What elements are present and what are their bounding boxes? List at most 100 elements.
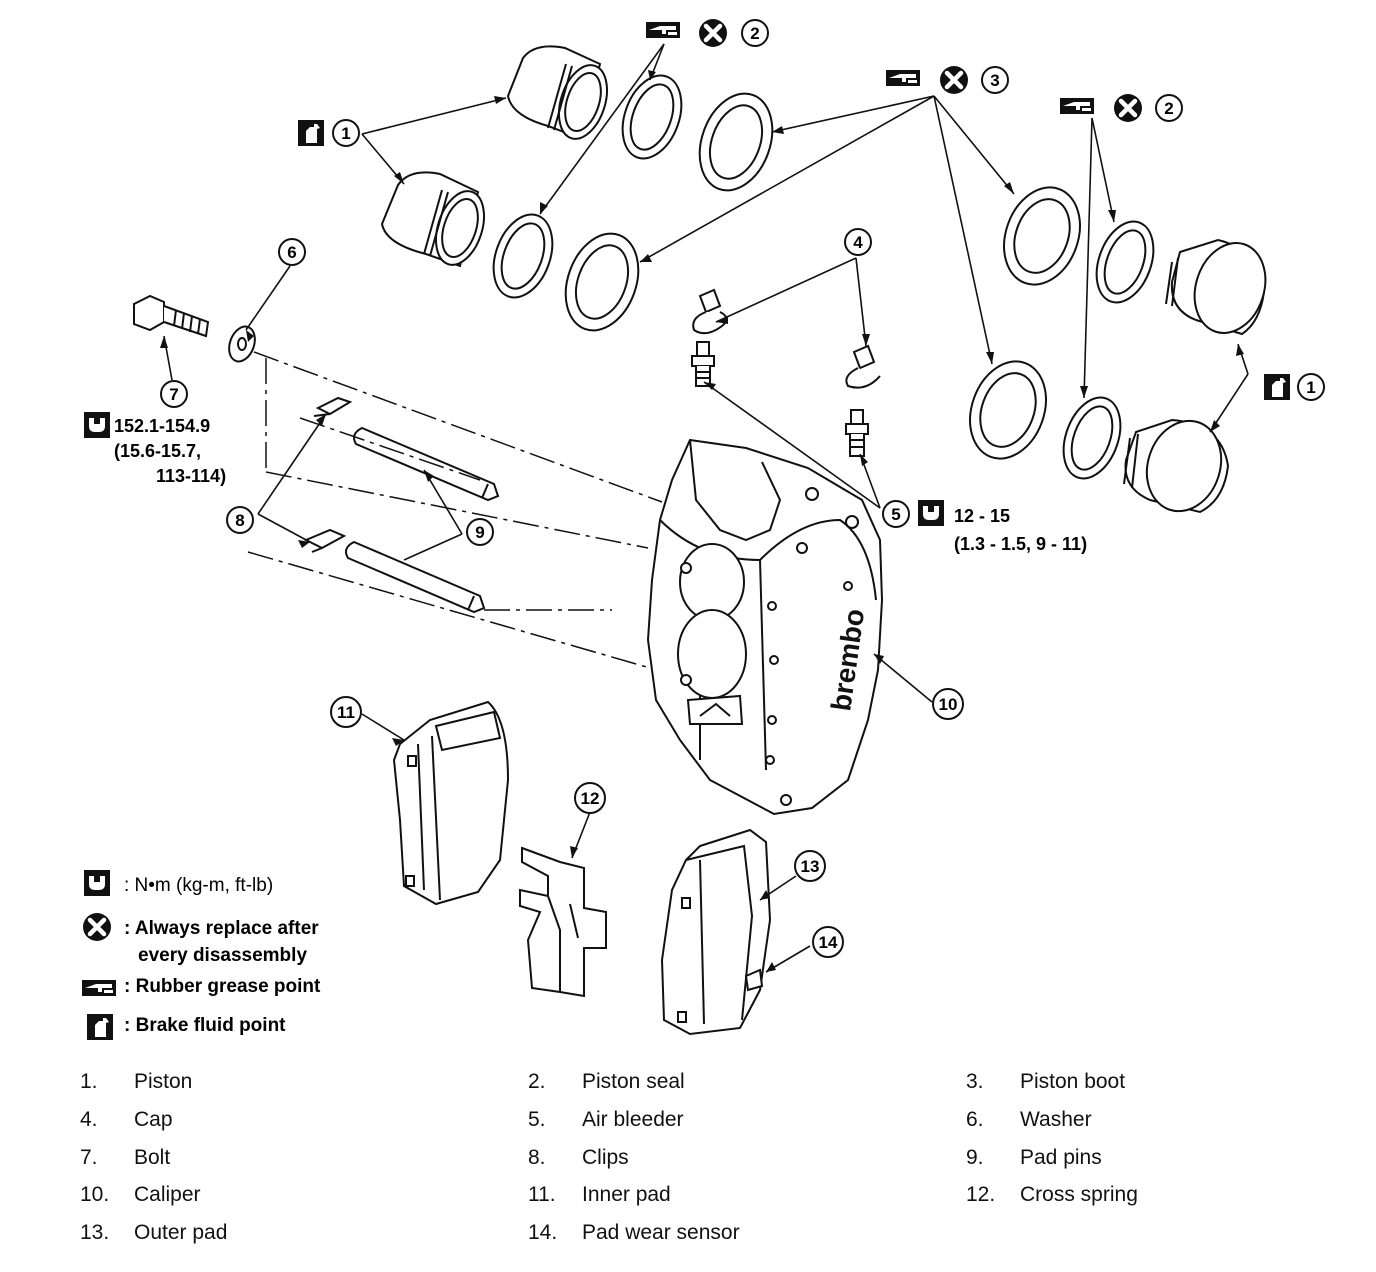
legend: : N•m (kg-m, ft-lb) : Always replace aft… (82, 870, 321, 1040)
callout-10: 10 (932, 688, 964, 720)
cross-spring (519, 846, 607, 998)
svg-text:5: 5 (891, 505, 900, 524)
bolt-torque-line2: (15.6-15.7, (114, 441, 201, 461)
part-name: Inner pad (582, 1183, 671, 1206)
part-name: Cross spring (1020, 1183, 1138, 1206)
svg-text:3: 3 (990, 71, 999, 90)
svg-text:14: 14 (819, 933, 838, 952)
leader-arrowheads (160, 70, 1244, 972)
part-number: 10. (80, 1183, 110, 1206)
part-number: 8. (528, 1146, 546, 1169)
part-name: Piston boot (1020, 1070, 1126, 1093)
part-number: 12. (966, 1183, 996, 1206)
part-name: Outer pad (134, 1221, 228, 1244)
part-number: 9. (966, 1146, 984, 1169)
legend-grease: : Rubber grease point (82, 976, 321, 997)
part-name: Cap (134, 1108, 173, 1131)
callout-14: 14 (812, 926, 844, 958)
inner-pad (392, 700, 510, 906)
callout-5: 5 12 - 15 (1.3 - 1.5, 9 - 11) (882, 500, 1087, 554)
piston-lower (380, 171, 485, 268)
legend-torque: : N•m (kg-m, ft-lb) (84, 870, 273, 896)
callout-4: 4 (844, 228, 872, 256)
cap-right (845, 344, 881, 389)
part-number: 14. (528, 1221, 558, 1244)
part-name: Piston (134, 1070, 193, 1093)
svg-text:12: 12 (581, 789, 600, 808)
piston-seal-right-lower (1062, 396, 1122, 480)
callout-8: 8 (226, 506, 254, 534)
part-number: 11. (528, 1183, 556, 1206)
brake-caliper-exploded-diagram: brembo (0, 0, 1325, 1040)
piston-boot-upper (698, 92, 774, 192)
part-name: Pad wear sensor (582, 1221, 740, 1244)
callout-11: 11 (330, 696, 362, 728)
legend-fluid: : Brake fluid point (87, 1014, 286, 1040)
svg-text:: Rubber grease point: : Rubber grease point (124, 976, 321, 997)
clip-lower (303, 528, 347, 553)
svg-text:7: 7 (169, 385, 178, 404)
piston-boot-right-upper (1003, 186, 1081, 286)
svg-text:every disassembly: every disassembly (138, 945, 307, 966)
callout-2-upper-left: 2 (646, 19, 769, 47)
bolt (133, 294, 210, 338)
svg-text:11: 11 (337, 703, 355, 722)
part-name: Air bleeder (582, 1108, 684, 1131)
callout-1-right: 1 (1264, 373, 1325, 401)
cap-left (692, 288, 728, 335)
part-name: Washer (1020, 1108, 1092, 1131)
piston-seal-lower (492, 213, 554, 299)
part-number: 2. (528, 1070, 546, 1093)
callout-9: 9 (466, 518, 494, 546)
bleeder-torque-line1: 12 - 15 (954, 506, 1010, 526)
piston-seal-right-upper (1095, 220, 1155, 304)
part-number: 5. (528, 1108, 546, 1131)
part-number: 13. (80, 1221, 110, 1244)
svg-text:: N•m (kg-m, ft-lb): : N•m (kg-m, ft-lb) (124, 875, 273, 896)
piston-right-lower (1123, 418, 1230, 514)
svg-text:: Always replace after: : Always replace after (124, 918, 319, 939)
pad-pin-upper (353, 426, 500, 502)
callout-7: 7 152.1-154.9 (15.6-15.7, 113-114) (84, 380, 226, 486)
bleeder-torque-line2: (1.3 - 1.5, 9 - 11) (954, 534, 1087, 554)
part-number: 3. (966, 1070, 984, 1093)
part-name: Bolt (134, 1146, 171, 1169)
part-name: Piston seal (582, 1070, 685, 1093)
caliper: brembo (646, 438, 884, 816)
svg-text:4: 4 (853, 233, 863, 252)
piston-seal-upper (621, 74, 683, 160)
clip-upper (313, 396, 353, 417)
piston-upper (506, 45, 608, 140)
part-name: Pad pins (1020, 1146, 1102, 1169)
piston-right-upper (1165, 238, 1267, 336)
part-name: Caliper (134, 1183, 201, 1206)
alignment-lines (247, 351, 663, 669)
pad-pin-lower (345, 540, 486, 614)
part-number: 7. (80, 1146, 98, 1169)
bolt-torque-line3: 113-114) (156, 466, 226, 486)
outer-pad (660, 828, 772, 1036)
svg-text:1: 1 (341, 124, 350, 143)
piston-boot-right-lower (969, 360, 1047, 460)
svg-text:8: 8 (235, 511, 244, 530)
svg-text:9: 9 (475, 523, 484, 542)
svg-text:10: 10 (939, 695, 958, 714)
callout-6: 6 (278, 238, 306, 266)
svg-text:: Brake fluid point: : Brake fluid point (124, 1015, 286, 1036)
svg-text:1: 1 (1306, 378, 1315, 397)
svg-text:6: 6 (287, 243, 296, 262)
parts-list: 1. Piston 2. Piston seal 3. Piston boot 4. Cap 5… (0, 1066, 1376, 1256)
callout-1-upper-left: 1 (298, 119, 360, 147)
callout-12: 12 (574, 782, 606, 814)
air-bleeder-left (691, 341, 715, 387)
bolt-torque-line1: 152.1-154.9 (114, 416, 210, 436)
part-number: 6. (966, 1108, 984, 1131)
svg-text:2: 2 (1164, 99, 1173, 118)
callout-13: 13 (794, 850, 826, 882)
part-number: 4. (80, 1108, 98, 1131)
part-number: 1. (80, 1070, 98, 1093)
svg-text:13: 13 (801, 857, 820, 876)
part-name: Clips (582, 1146, 629, 1169)
washer (228, 325, 256, 363)
air-bleeder-right (845, 409, 869, 457)
